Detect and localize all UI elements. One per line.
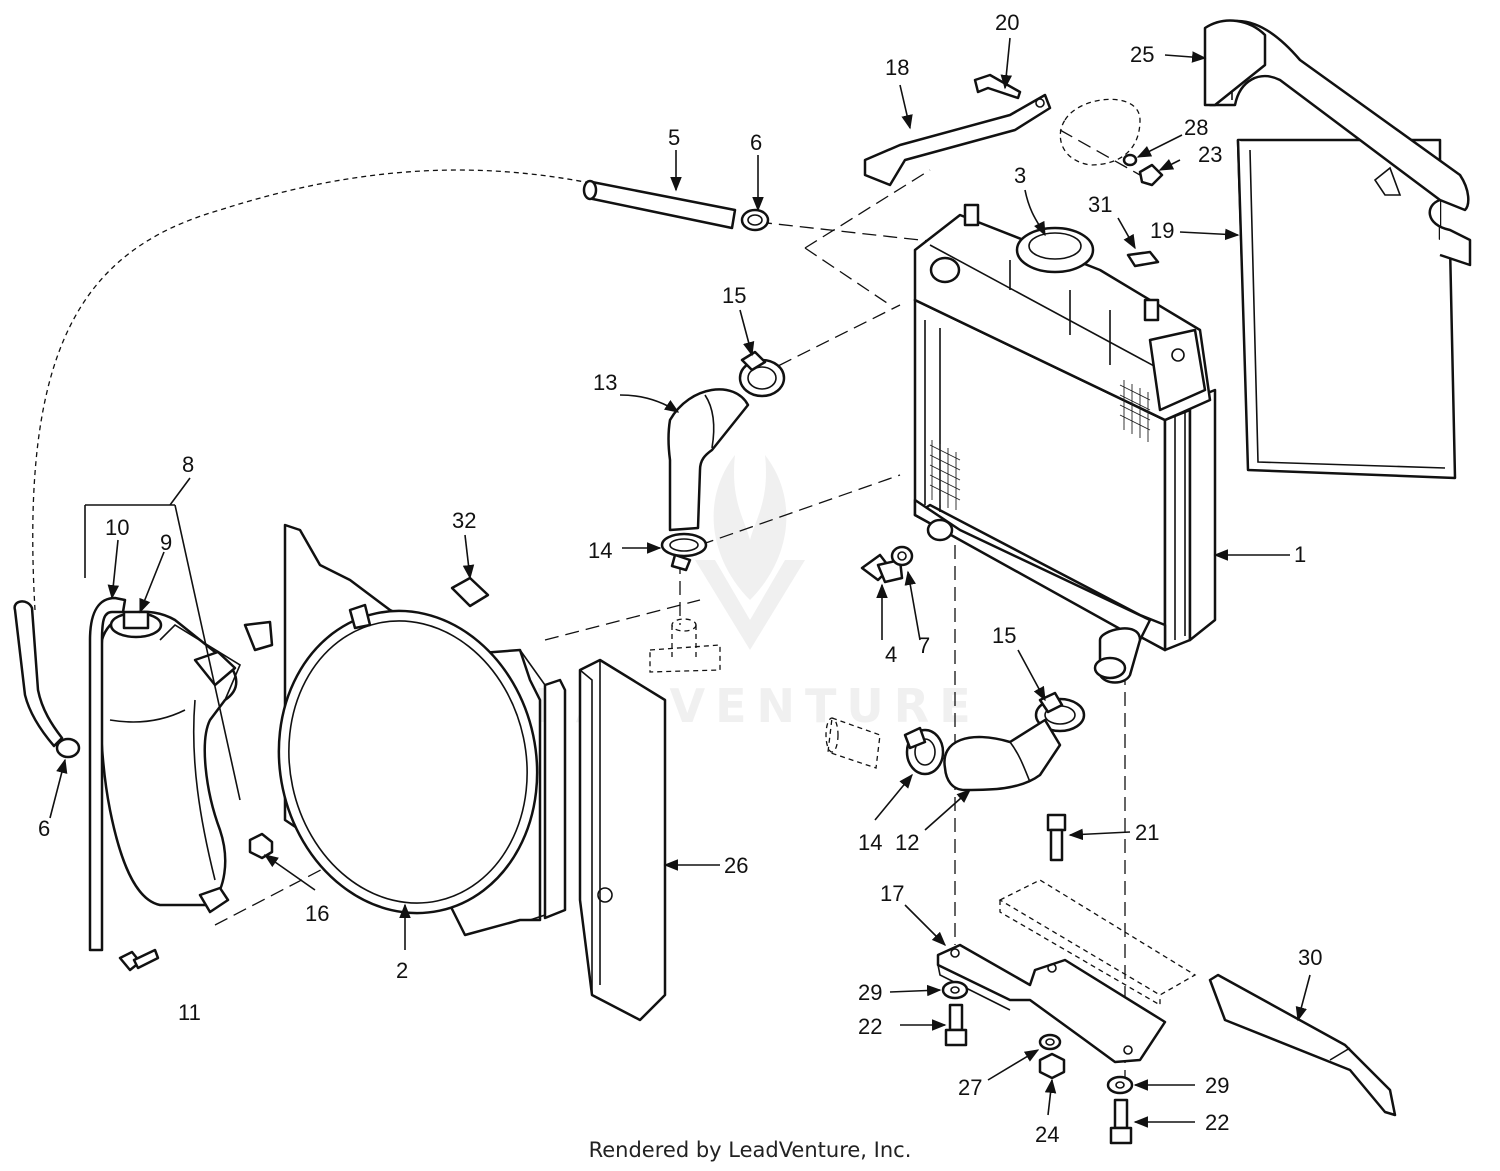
callout-12: 12 <box>895 830 919 855</box>
engine-outlet-reference <box>649 618 721 673</box>
radiator-1 <box>913 203 1217 684</box>
hose-clamp-6-top <box>740 208 770 232</box>
callout-32: 32 <box>452 508 476 533</box>
callout-21: 21 <box>1135 820 1159 845</box>
callout-1: 1 <box>1294 542 1306 567</box>
callout-24: 24 <box>1035 1122 1059 1147</box>
washer-29-left <box>941 980 969 1000</box>
callout-10: 10 <box>105 515 129 540</box>
lower-shield-30 <box>1208 973 1397 1117</box>
callout-14-lower: 14 <box>858 830 882 855</box>
upper-bracket-18 <box>863 93 1052 187</box>
bolt-20 <box>973 73 1022 100</box>
callout-6-top: 6 <box>750 130 762 155</box>
washer-28 <box>1122 153 1138 167</box>
footer-credit: Rendered by LeadVenture, Inc. <box>588 1138 912 1162</box>
callout-28: 28 <box>1184 115 1208 140</box>
callout-22-right: 22 <box>1205 1110 1229 1135</box>
side-seal-26 <box>578 658 667 1022</box>
fan-shroud-2 <box>243 523 546 937</box>
callout-7: 7 <box>918 633 930 658</box>
callout-9: 9 <box>160 530 172 555</box>
lower-support-reference <box>998 879 1197 1007</box>
callout-20: 20 <box>995 10 1019 35</box>
callout-13: 13 <box>593 370 617 395</box>
callout-2: 2 <box>396 958 408 983</box>
washer-29-right <box>1106 1075 1134 1095</box>
leader-lines <box>49 37 1311 1128</box>
bolt-22-left <box>944 1003 968 1047</box>
callout-5: 5 <box>668 125 680 150</box>
overflow-tube-10 <box>88 596 127 952</box>
lower-bracket-17 <box>936 943 1167 1064</box>
callout-15-upper: 15 <box>722 283 746 308</box>
hose-clamp-14-upper <box>660 532 708 572</box>
callout-19: 19 <box>1150 218 1174 243</box>
nut-16 <box>248 832 274 860</box>
callout-4: 4 <box>885 642 897 667</box>
callout-29-left: 29 <box>858 980 882 1005</box>
bolt-22-right <box>1109 1098 1133 1145</box>
nut-23 <box>1138 163 1164 187</box>
callout-8: 8 <box>182 452 194 477</box>
callout-17: 17 <box>880 881 904 906</box>
callout-labels: 1 2 3 4 5 6 6 7 8 9 10 11 12 13 14 14 15… <box>38 10 1322 1147</box>
upper-hose-13 <box>667 388 750 532</box>
callout-3: 3 <box>1014 163 1026 188</box>
callout-29-right: 29 <box>1205 1073 1229 1098</box>
callout-22-left: 22 <box>858 1014 882 1039</box>
hose-clamp-14-lower <box>903 726 945 776</box>
hose-clamp-15-upper <box>738 350 786 398</box>
screw-11 <box>118 948 160 972</box>
washer-7 <box>890 545 914 567</box>
bolt-21 <box>1046 813 1067 862</box>
callout-25: 25 <box>1130 42 1154 67</box>
leadventure-watermark: LEADVENTURE <box>495 455 981 733</box>
overflow-hose-5 <box>582 179 737 230</box>
grille-top-seal-25 <box>1203 19 1267 107</box>
callout-18: 18 <box>885 55 909 80</box>
hose-6-lower <box>13 600 64 748</box>
callout-31: 31 <box>1088 192 1112 217</box>
callout-30: 30 <box>1298 945 1322 970</box>
shroud-side-panel <box>543 678 567 920</box>
callout-14-upper: 14 <box>588 538 612 563</box>
hose-clamp-6-lower <box>55 737 81 759</box>
clip-32 <box>450 576 490 608</box>
engine-inlet-reference <box>825 717 881 769</box>
callout-26: 26 <box>724 853 748 878</box>
callout-16: 16 <box>305 901 329 926</box>
callout-27: 27 <box>958 1075 982 1100</box>
washer-27 <box>1038 1033 1062 1051</box>
reference-outline <box>1059 98 1141 166</box>
callout-11: 11 <box>178 1000 201 1025</box>
pad-31 <box>1126 250 1160 268</box>
callout-23: 23 <box>1198 142 1222 167</box>
lower-hose-12 <box>943 718 1062 792</box>
reservoir-cap-9 <box>109 610 163 639</box>
nut-24 <box>1038 1052 1066 1080</box>
watermark-text: LEADVENTURE <box>495 679 981 733</box>
callout-6-left: 6 <box>38 816 50 841</box>
callout-15-lower: 15 <box>992 623 1016 648</box>
coolant-reservoir-8 <box>98 610 242 914</box>
grille-screen-19 <box>1208 19 1472 480</box>
